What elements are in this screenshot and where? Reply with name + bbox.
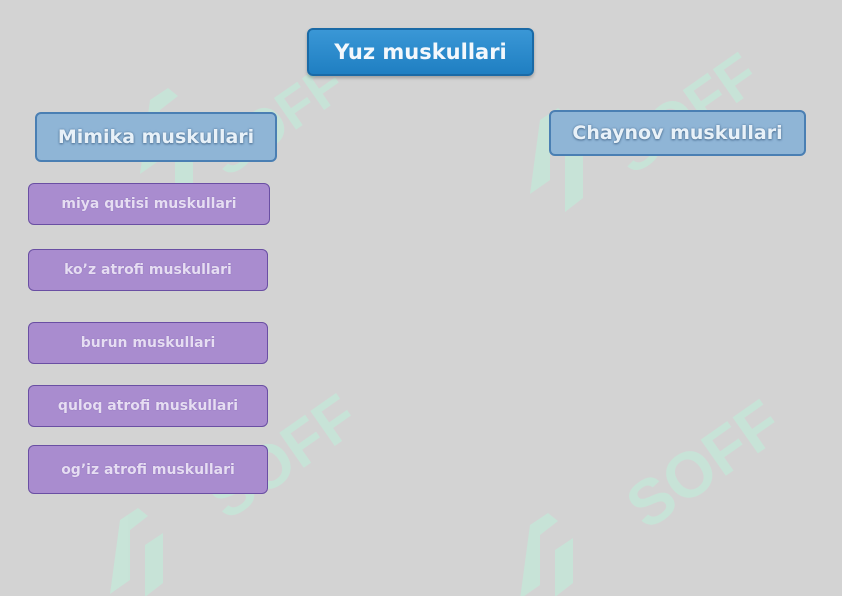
mimika-item-quloq-atrofi: quloq atrofi muskullari [28,385,268,427]
category-chaynov: Chaynov muskullari [549,110,806,156]
soff-watermark-icon: SOFF [520,386,780,596]
mimika-item-koz-atrofi: ko’z atrofi muskullari [28,249,268,291]
diagram-title: Yuz muskullari [307,28,534,76]
category-mimika: Mimika muskullari [35,112,277,162]
mimika-item-burun: burun muskullari [28,322,268,364]
svg-text:SOFF: SOFF [613,386,780,543]
mimika-item-miya-qutisi: miya qutisi muskullari [28,183,270,225]
mimika-item-ogiz-atrofi: og’iz atrofi muskullari [28,445,268,494]
